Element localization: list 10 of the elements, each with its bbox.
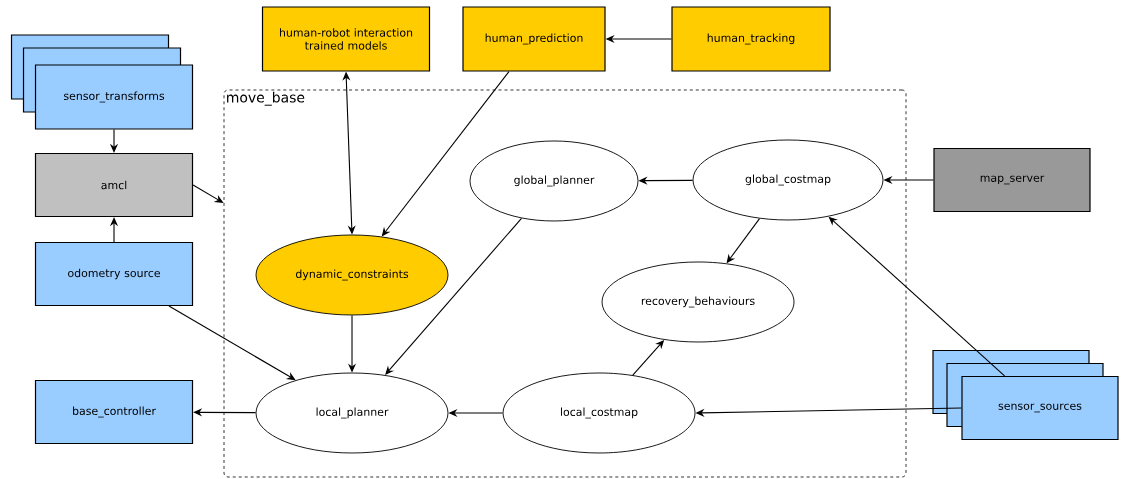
process-box: base_controller <box>34 379 194 445</box>
process-box: odometry source <box>34 241 194 307</box>
process-box: human-robot interaction trained models <box>261 6 431 72</box>
process-box: sensor_sources <box>932 349 1119 441</box>
process-box: human_tracking <box>671 6 831 72</box>
process-box: sensor_transforms <box>10 34 194 130</box>
process-box: human_prediction <box>462 6 606 72</box>
process-box: map_server <box>933 147 1091 213</box>
arrow <box>385 217 523 375</box>
process-box: amcl <box>34 152 194 218</box>
